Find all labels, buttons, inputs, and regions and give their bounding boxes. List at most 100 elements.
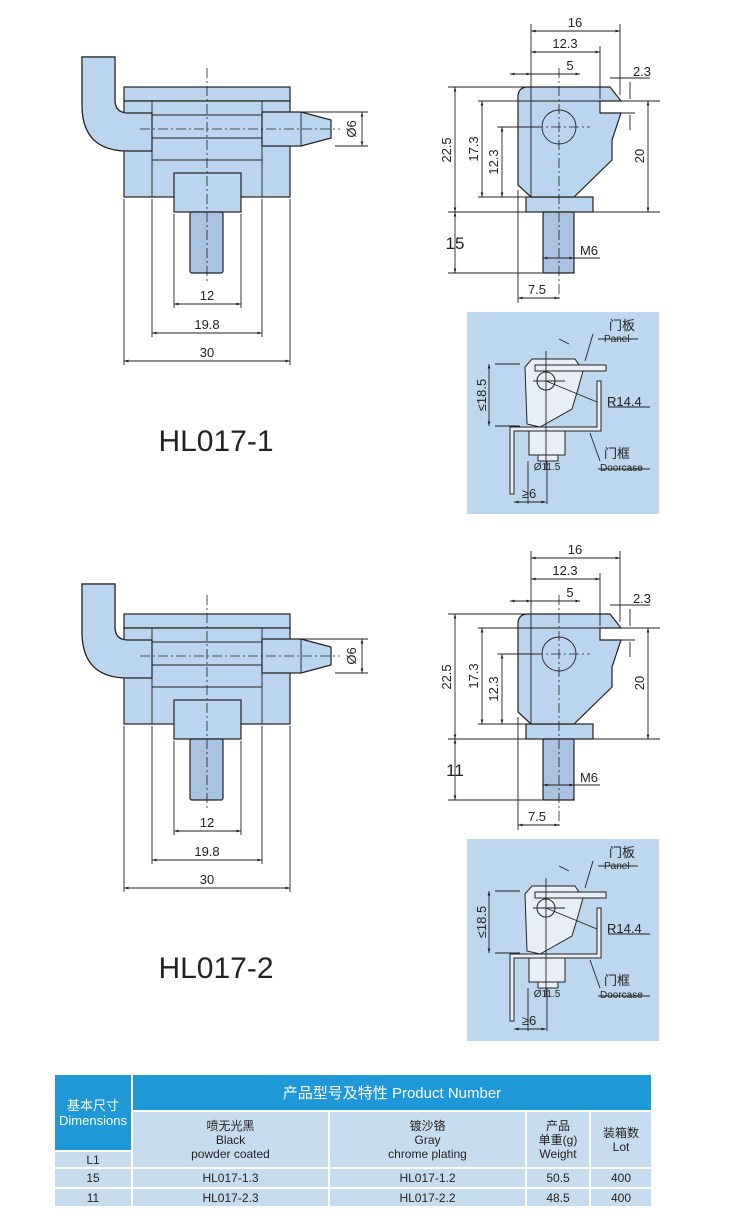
max-height-label: ≤18.5: [474, 379, 489, 411]
product-number-header: 产品型号及特性 Product Number: [131, 1073, 653, 1112]
cell-l1: 11: [53, 1187, 133, 1208]
panel-cn-label: 门板: [609, 318, 635, 333]
threaded-stud: [542, 738, 575, 801]
dimension-label: 5: [566, 58, 573, 73]
l1-label: 15: [446, 234, 465, 253]
black-en: Black: [215, 1132, 246, 1147]
black-cn: 喷无光黑: [206, 1118, 255, 1133]
weight-en: Weight: [539, 1146, 577, 1161]
cell-gray: HL017-1.2: [328, 1167, 527, 1189]
l1-label: 11: [446, 761, 464, 780]
doorcase-cn-label: 门框: [604, 446, 630, 461]
table-row: 15 HL017-1.3 HL017-1.2 50.5 400: [53, 1167, 653, 1189]
radius-label: R14.4: [607, 921, 642, 936]
panel-en-label: Panel: [604, 861, 630, 872]
model-label: HL017-1: [158, 425, 273, 458]
center-line: [140, 595, 340, 809]
dimension-label: 17.3: [466, 136, 481, 161]
gray-en2: chrome plating: [388, 1146, 467, 1161]
panel-plate: [534, 891, 607, 899]
doorcase-frame: [509, 380, 602, 495]
dimension-label: 5: [566, 585, 573, 600]
dimensions-cn: 基本尺寸: [66, 1097, 119, 1113]
dimension-label: 17.3: [466, 663, 481, 688]
dimension-label: 19.8: [194, 844, 219, 859]
dimension-label: 7.5: [528, 809, 546, 824]
dimension-label: 12.3: [486, 676, 501, 701]
dimension-label: 12: [200, 288, 214, 303]
model-label: HL017-2: [158, 952, 273, 985]
nut: [528, 430, 566, 456]
dimension-label: 2.3: [633, 591, 651, 606]
dimension-label: Ø6: [344, 120, 359, 137]
dimension-label: 19.8: [194, 317, 219, 332]
dimension-label: 12.3: [552, 36, 577, 51]
gray-en: Gray: [414, 1132, 441, 1147]
nut: [528, 957, 566, 983]
extension-line: [151, 628, 263, 724]
gray-cn: 镀沙铬: [409, 1118, 446, 1133]
center-line: [497, 595, 590, 827]
extension-line: [123, 638, 368, 892]
panel-cn-label: 门板: [609, 845, 635, 860]
cell-black: HL017-2.3: [131, 1187, 330, 1208]
extension-line: [495, 333, 650, 504]
doorcase-cn-label: 门框: [604, 973, 630, 988]
l1-header: L1: [53, 1150, 133, 1169]
thread-label: M6: [580, 243, 598, 258]
lot-en: Lot: [612, 1139, 630, 1154]
cell-l1: 15: [53, 1167, 133, 1189]
latch-body: [517, 613, 623, 725]
dimension-label: 16: [568, 542, 582, 557]
dimension-label: 12: [200, 815, 214, 830]
extension-line: [151, 101, 263, 197]
extension-line: [123, 111, 368, 365]
doorcase-en-label: Doorcase: [600, 463, 643, 474]
dimension-label: Ø6: [344, 647, 359, 664]
doorcase-frame: [509, 907, 602, 1022]
threaded-stud: [542, 211, 575, 274]
dimension-label: 30: [200, 872, 214, 887]
base-block: [173, 172, 242, 213]
dimension-label: 12.3: [486, 149, 501, 174]
base-block: [173, 699, 242, 740]
nut-dia-label: Ø11.5: [534, 462, 561, 473]
dimension-label: 22.5: [439, 137, 454, 162]
threaded-stud: [189, 211, 224, 274]
doorcase-en-label: Doorcase: [600, 990, 643, 1001]
nut-dia-label: Ø11.5: [534, 989, 561, 1000]
base-block: [525, 723, 594, 740]
weight-cn2: 单重(g): [538, 1132, 578, 1147]
min-offset-label: ≥6: [522, 486, 536, 501]
side-view: 16 12.3 5 2.3 22.5 17.3 12.3 20 11 M6 7.5: [439, 542, 660, 830]
cell-weight: 50.5: [525, 1167, 591, 1189]
cell-lot: 400: [589, 1187, 653, 1208]
dimension-label: 20: [632, 149, 647, 163]
center-line: [140, 68, 340, 282]
cell-gray: HL017-2.2: [328, 1187, 527, 1208]
min-offset-label: ≥6: [522, 1013, 536, 1028]
thread-label: M6: [580, 770, 598, 785]
extension-line: [448, 551, 660, 830]
dimension-label: 20: [632, 676, 647, 690]
radius-label: R14.4: [607, 394, 642, 409]
dimension-label: 30: [200, 345, 214, 360]
extension-line: [495, 860, 650, 1031]
lot-cn: 装箱数: [602, 1125, 639, 1140]
center-line: [497, 68, 590, 300]
panel-plate: [534, 364, 607, 372]
dimension-label: 12.3: [552, 563, 577, 578]
max-height-label: ≤18.5: [474, 906, 489, 938]
cell-lot: 400: [589, 1167, 653, 1189]
dimension-label: 22.5: [439, 664, 454, 689]
